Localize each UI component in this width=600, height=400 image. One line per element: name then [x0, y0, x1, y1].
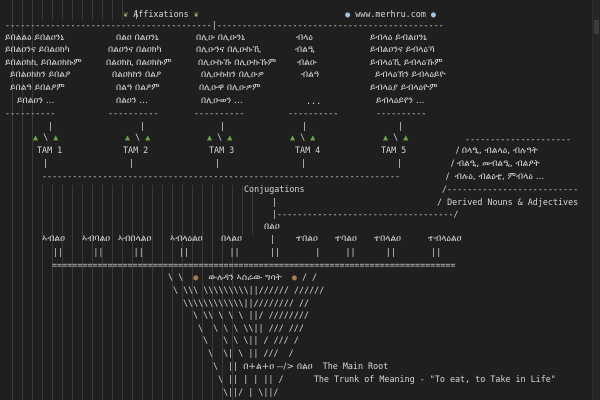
affix-row: በልዐ በልዐንኒ: [116, 33, 159, 43]
tam-label: TAM 3: [209, 145, 235, 155]
affix-row: ይበልዐን ...: [17, 96, 55, 106]
affix-row: ብልዑ: [297, 58, 317, 68]
derived-line: / ብልዒ, መብልዒ, ብልዖት: [451, 159, 540, 169]
bag-icon: ●: [193, 272, 199, 282]
conjugation-form: ተብላዕልዐ: [428, 234, 462, 244]
affix-row: ይብላዕ ይብልዐንኒ: [370, 33, 428, 43]
leaf-icon: ❦: [193, 9, 199, 19]
conjugations-label: Conjugations: [244, 184, 305, 194]
connector: |: [134, 9, 140, 19]
affix-row: ይበልዓ ይበልዖም: [10, 83, 65, 93]
affix-row: በልዓ በልዖም: [116, 83, 160, 93]
conjugation-separator: ========================================…: [52, 260, 456, 270]
main-root-label: The Main Root: [322, 361, 389, 371]
conjugation-form: ተባልዐ: [335, 234, 357, 244]
affix-row: በልዐክኪ በልዐክኩም: [106, 58, 172, 68]
affix-row: በልዐክክን በልዖ: [112, 70, 162, 80]
column-separator: ----------: [288, 108, 339, 118]
root-formula: በ+ል+ዐ --/> በልዐ: [243, 362, 313, 372]
affix-row: በሊዑኩኹ በሊዑኩኹም: [198, 58, 277, 68]
conjugation-form: ኣብባልዐ: [82, 234, 111, 244]
tree-icon: ▲: [145, 132, 151, 142]
tam-label: TAM 4: [295, 145, 321, 155]
affix-row: ይብላዕይየን ...: [376, 96, 425, 106]
scrollbar-thumb[interactable]: [594, 20, 599, 34]
affix-row: በሊዑወን ...: [201, 96, 243, 106]
conjugation-form: ተበልዐ: [296, 234, 318, 244]
affix-row: ይበልዐንና ይበልዐክካ: [5, 45, 70, 55]
affix-row: በሊዑ በሊዑንኒ: [196, 33, 246, 43]
affix-row: ይብላዕያ ይብላዕዮም: [370, 83, 438, 93]
affix-row: ብላዕ: [296, 33, 313, 43]
tree-icon: ▲: [227, 132, 233, 142]
column-separator: ----------: [5, 108, 56, 118]
tree-icon: ▲: [403, 132, 409, 142]
tam-label: TAM 2: [123, 145, 149, 155]
website-label: www.merhru.com: [355, 9, 426, 19]
tree-icon: ▲: [207, 132, 213, 142]
affix-row: በልዐን ...: [116, 96, 148, 106]
affix-row: ይብላዕኺ ይብላዕኹም: [370, 58, 443, 68]
conjugation-form: ኣብልዐ: [42, 234, 65, 244]
derived-line: / በላዒ, ብልላዕ, ብሉዓት: [456, 146, 538, 156]
tam-label: TAM 1: [37, 145, 63, 155]
meaning-label: The Trunk of Meaning - "To eat, to Take …: [313, 374, 556, 384]
affix-row: በልዐንና በልዐክካ: [108, 45, 162, 55]
conjugation-form: በላልዐ: [221, 234, 242, 244]
tree-icon: ▲: [53, 132, 59, 142]
affix-row: ይብልዐንና ይብላዕኻ: [370, 45, 435, 55]
conjugation-form: ኣብላዕልዐ: [170, 234, 203, 244]
affix-row: ይበልዐክክን ይበልዖ: [10, 70, 71, 80]
canopy-title: ውሉዳን ኣስራው ግሳት: [208, 273, 282, 283]
affix-row: በሊዑኩክን በሊዑዎ: [201, 70, 264, 80]
root-form: በልዐ: [264, 222, 280, 232]
tree-icon: ▲: [290, 132, 296, 142]
tree-icon: ▲: [125, 132, 131, 142]
affix-row: በሊዑዋ በሊዑዎም: [199, 83, 261, 93]
tree-icon: ▲: [383, 132, 389, 142]
column-separator: ----------: [194, 108, 245, 118]
vertical-scrollbar[interactable]: [592, 0, 600, 400]
affix-row: ይበልዐክኪ ይበልዐክኩም: [5, 58, 82, 68]
tree-icon: ▲: [33, 132, 39, 142]
globe-icon: ●: [430, 9, 436, 19]
column-separator: ----------: [376, 108, 427, 118]
globe-icon: ●: [345, 9, 351, 19]
affixations-heading: ❦ Affixations ❦: [103, 0, 199, 32]
top-separator: ----------------------------------------…: [5, 20, 444, 30]
affix-row: ይብላዕኽን ይብላዕይዮ: [375, 70, 446, 80]
affix-row: በሊዑንና በሊዑኩኺ: [196, 45, 261, 55]
tree-icon: ▲: [310, 132, 316, 142]
website-heading: ● www.merhru.com ●: [325, 0, 436, 32]
affix-row: ...: [306, 96, 322, 106]
derived-label: / Derived Nouns & Adjectives: [437, 197, 579, 207]
affixations-label: Affixations: [133, 9, 189, 19]
affix-row: ብልዒ: [295, 45, 315, 55]
conjugation-form: ተበላልዐ: [374, 234, 402, 244]
affix-row: ብልዓ: [301, 70, 320, 80]
tam-label: TAM 5: [381, 145, 407, 155]
column-separator: ----------: [108, 108, 159, 118]
tam-separator: ----------------------------------------…: [42, 171, 400, 181]
leaf-icon: ❦: [123, 9, 129, 19]
derived-line: / ብሉዕ, ብልዕቲ, ምብላዕ ...: [446, 172, 545, 182]
bag-icon: ●: [291, 272, 297, 282]
conjugation-form: ኣብበላልዐ: [118, 234, 152, 244]
affix-row: ይበልልዕ ይበልዐንኒ: [5, 33, 65, 43]
